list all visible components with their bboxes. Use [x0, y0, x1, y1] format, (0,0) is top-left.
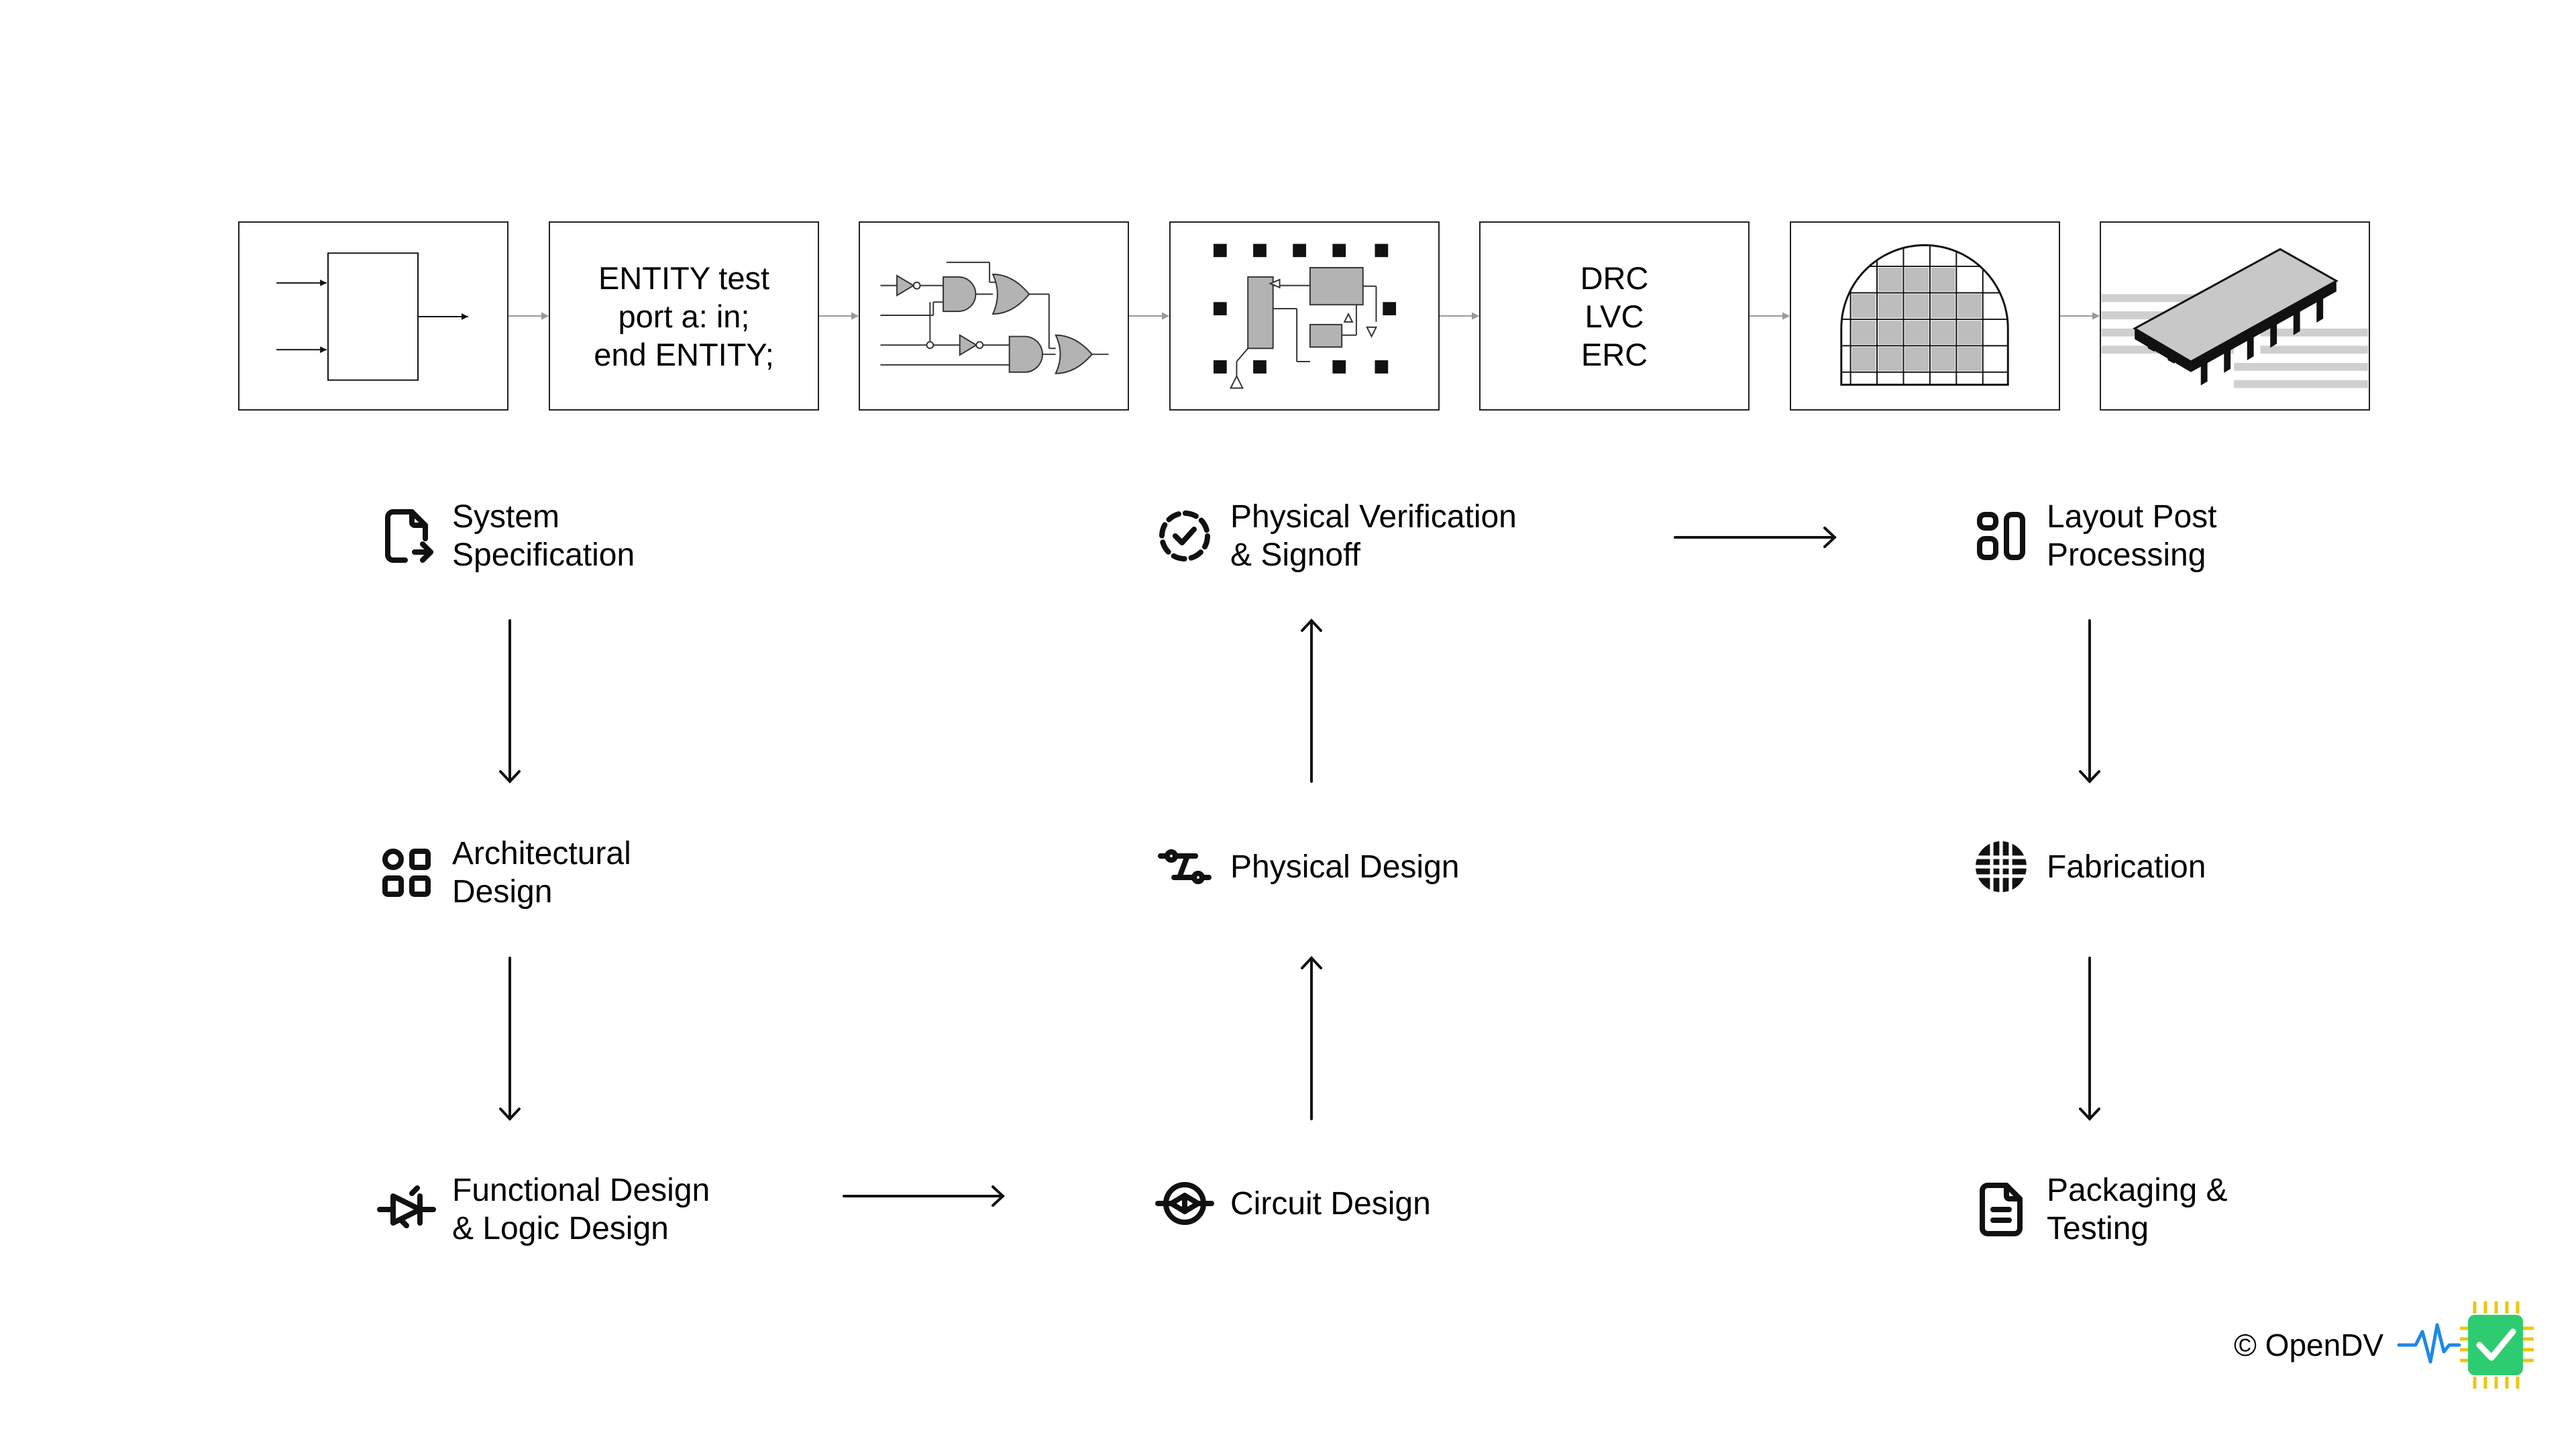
packaged-chip-illustration [2101, 248, 2369, 388]
circuit-icon [1152, 1171, 1217, 1236]
code-line-1: ENTITY test [598, 260, 770, 296]
step-functional-logic-design: Functional Design & Logic Design [374, 1171, 710, 1248]
layout-columns-icon [1969, 504, 2033, 568]
diode-icon [374, 1177, 439, 1242]
step-label-line: Packaging & [2047, 1173, 2228, 1208]
step-label-line: Testing [2047, 1211, 2149, 1246]
signoff-checks-box: DRC LVC ERC [1479, 221, 1750, 411]
step-fabrication: Fabrication [1969, 835, 2206, 899]
wafer-box [1790, 221, 2060, 411]
block-diagram-box [238, 221, 508, 411]
check-lvc: LVC [1585, 298, 1644, 334]
step-physical-verification-signoff: Physical Verification & Signoff [1152, 498, 1517, 574]
step-label-line: Design [452, 874, 553, 910]
step-label-line: Fabrication [2047, 849, 2206, 885]
step-label-line: Architectural [452, 836, 631, 871]
logic-gates-box [859, 221, 1129, 411]
hdl-code-box: ENTITY test port a: in; end ENTITY; [549, 221, 819, 411]
step-system-specification: System Specification [374, 498, 635, 574]
arrow-right-2 [1674, 527, 1837, 548]
step-label-line: & Signoff [1230, 537, 1360, 573]
step-label-line: Processing [2047, 537, 2206, 573]
block-diagram-illustration [276, 252, 468, 381]
step-label-line: Physical Verification [1230, 499, 1517, 535]
arrow-down-3 [2079, 619, 2100, 784]
route-icon [1152, 835, 1217, 899]
document-icon [1969, 1177, 2033, 1242]
step-layout-post-processing: Layout Post Processing [1969, 498, 2217, 574]
dashed-check-circle-icon [1152, 504, 1217, 568]
packaged-chip-box [2100, 221, 2370, 411]
footer: © OpenDV [2234, 1295, 2550, 1395]
step-label-line: Physical Design [1230, 849, 1460, 885]
apps-grid-icon [374, 841, 439, 905]
step-label-line: Circuit Design [1230, 1185, 1431, 1222]
step-label-line: System [452, 499, 560, 535]
floorplan-illustration [1213, 244, 1397, 389]
step-label-line: Functional Design [452, 1173, 710, 1208]
step-label-line: Specification [452, 537, 635, 573]
logic-gates-illustration [880, 262, 1109, 374]
arrow-down-1 [499, 619, 521, 784]
copyright-text: © OpenDV [2234, 1328, 2384, 1362]
arrow-up-1 [1301, 956, 1322, 1120]
arrow-down-4 [2079, 957, 2100, 1121]
check-erc: ERC [1580, 336, 1648, 372]
code-line-3: end ENTITY; [594, 336, 774, 372]
check-drc: DRC [1580, 260, 1649, 296]
file-export-icon [374, 504, 439, 568]
arrow-down-2 [499, 957, 521, 1121]
step-architectural-design: Architectural Design [374, 835, 631, 911]
opendv-logo [2397, 1301, 2534, 1389]
arrow-right-1 [843, 1185, 1005, 1207]
arrow-up-2 [1301, 619, 1322, 783]
step-label-line: & Logic Design [452, 1211, 669, 1246]
code-line-2: port a: in; [618, 298, 750, 334]
step-physical-design: Physical Design [1152, 835, 1459, 899]
floorplan-box [1169, 221, 1440, 411]
step-label-line: Layout Post [2047, 499, 2217, 535]
step-circuit-design: Circuit Design [1152, 1171, 1431, 1236]
globe-grid-icon [1969, 835, 2033, 899]
step-packaging-testing: Packaging & Testing [1969, 1171, 2228, 1248]
wafer-illustration [1840, 244, 2009, 386]
